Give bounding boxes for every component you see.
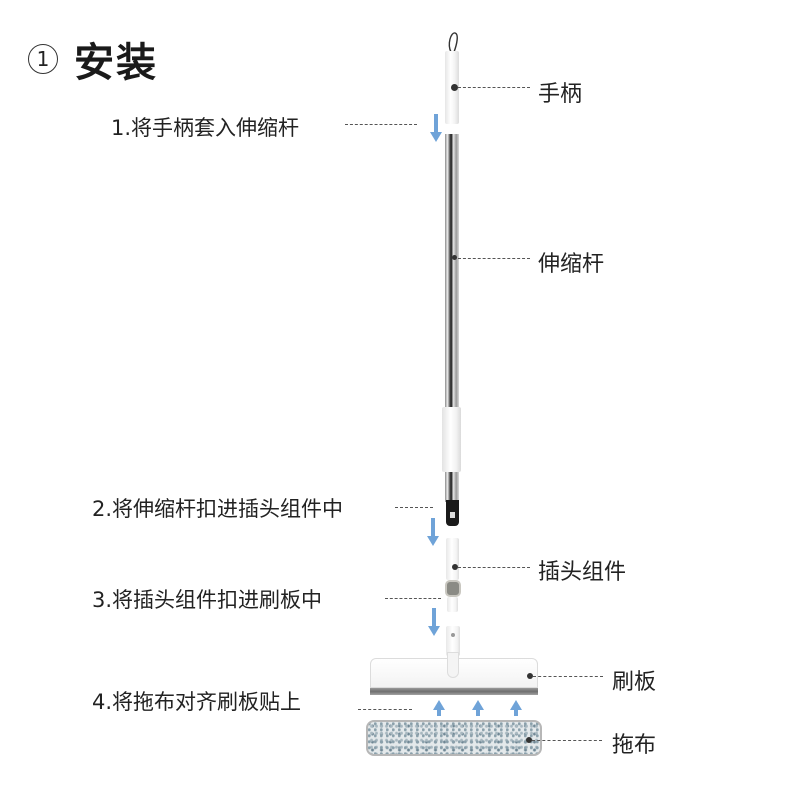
arrow-down-icon bbox=[430, 114, 442, 142]
step-4-leader-line bbox=[358, 709, 412, 710]
section-header: 1 安装 bbox=[28, 30, 158, 88]
board-neck-part bbox=[446, 626, 460, 656]
pole-label: 伸缩杆 bbox=[538, 252, 605, 277]
plug-leader-line bbox=[458, 567, 530, 568]
plug-marker-dot bbox=[452, 564, 458, 570]
step-3-text: 3.将插头组件扣进刷板中 bbox=[92, 588, 323, 612]
pole-lower-part bbox=[445, 472, 459, 502]
arrow-up-icon bbox=[433, 700, 445, 716]
plug-connector-part bbox=[447, 597, 458, 612]
step-2-text: 2.将伸缩杆扣进插头组件中 bbox=[92, 497, 344, 521]
board-leader-line bbox=[533, 676, 603, 677]
step-2-leader-line bbox=[395, 507, 433, 508]
step-1-leader-line bbox=[345, 124, 417, 125]
plug-assembly-part bbox=[446, 538, 459, 580]
section-title: 安装 bbox=[74, 40, 158, 86]
pad-marker-dot bbox=[526, 737, 532, 743]
handle-marker-dot bbox=[451, 84, 458, 91]
step-1-text: 1.将手柄套入伸缩杆 bbox=[111, 116, 300, 140]
handle-leader-line bbox=[458, 87, 530, 88]
handle-label: 手柄 bbox=[538, 82, 583, 107]
step-3-leader-line bbox=[385, 598, 441, 599]
board-mount-part bbox=[447, 652, 459, 678]
plug-label: 插头组件 bbox=[538, 560, 627, 585]
pole-sleeve-part bbox=[442, 407, 461, 472]
pole-marker-dot bbox=[452, 255, 457, 260]
step-4-text: 4.将拖布对齐刷板贴上 bbox=[92, 690, 302, 714]
step-number-circle: 1 bbox=[28, 44, 58, 74]
pole-leader-line bbox=[458, 258, 530, 259]
arrow-down-icon bbox=[428, 608, 440, 636]
arrow-up-icon bbox=[472, 700, 484, 716]
board-label: 刷板 bbox=[612, 670, 657, 695]
pad-label: 拖布 bbox=[612, 733, 657, 758]
board-strip-part bbox=[370, 688, 538, 695]
arrow-up-icon bbox=[510, 700, 522, 716]
board-marker-dot bbox=[527, 673, 533, 679]
telescopic-pole-part bbox=[445, 134, 459, 414]
plug-release-button bbox=[445, 580, 461, 597]
arrow-down-icon bbox=[427, 518, 439, 546]
pad-leader-line bbox=[532, 740, 602, 741]
mop-pad-part bbox=[366, 720, 542, 756]
hanging-loop-icon bbox=[448, 32, 458, 53]
board-neck-screw bbox=[451, 633, 455, 637]
pole-tip-latch bbox=[450, 512, 455, 518]
